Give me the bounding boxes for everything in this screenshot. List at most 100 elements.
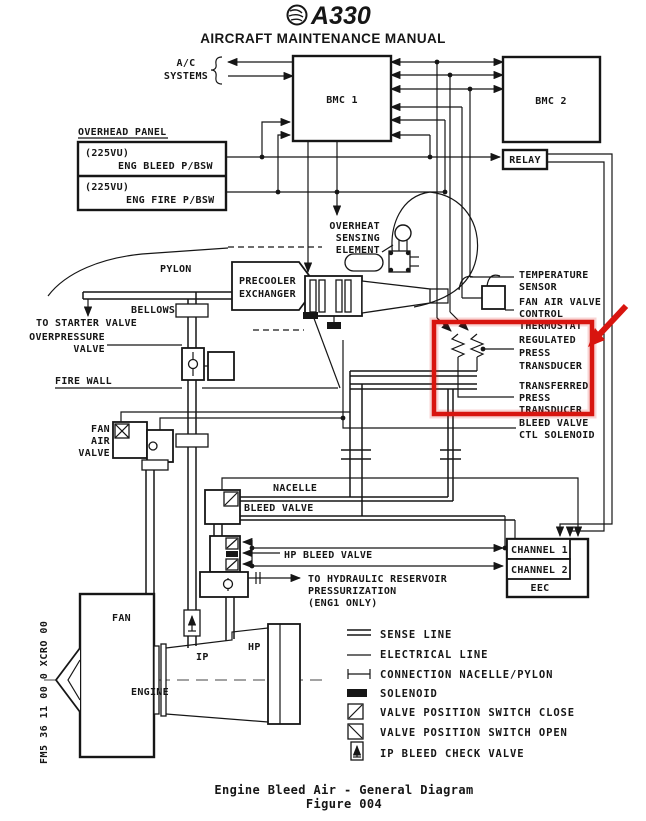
regulated-press-label-3: TRANSDUCER (519, 361, 583, 372)
hydraulic-label-2: PRESSURIZATION (308, 586, 397, 597)
overheat-label-2: SENSING (336, 233, 380, 244)
hydraulic-label-1: TO HYDRAULIC RESERVOIR (308, 574, 448, 585)
document-code: FM5 36 11 00 0 XCRO 00 (39, 621, 50, 764)
bleed-pbsw-ref: (225VU) (85, 148, 129, 159)
eec: CHANNEL 1 CHANNEL 2 EEC (505, 537, 590, 599)
ip-bleed-check-valve-icon (350, 741, 364, 761)
bellows-symbol (175, 433, 209, 448)
bleed-valve-label: BLEED VALVE (244, 503, 314, 514)
fan-air-valve-control-thermostat-shape (481, 285, 506, 310)
connection-nacelle-pylon-symbol (341, 449, 461, 460)
brace (210, 56, 223, 85)
caption-title: Engine Bleed Air - General Diagram (214, 783, 473, 797)
engine-shape (44, 592, 322, 759)
overheat-label-1: OVERHEAT (329, 221, 380, 232)
transferred-press-label-3: TRANSDUCER (519, 405, 583, 416)
overhead-panel-title: OVERHEAD PANEL (78, 127, 167, 138)
legend-label: ELECTRICAL LINE (380, 649, 488, 661)
overpressure-valve-shape (181, 347, 235, 381)
transferred-press-transducer-symbol (469, 333, 485, 358)
components (44, 224, 506, 759)
fan-air-valve-control-label-3: THERMOSTAT (519, 321, 582, 332)
legend: SENSE LINE ELECTRICAL LINE CONNECTION NA… (347, 629, 575, 761)
fan-air-valve-control-label-2: CONTROL (519, 309, 563, 320)
bleed-valve-ctl-label-1: BLEED VALVE (519, 418, 589, 429)
hydraulic-label-3: (ENG1 ONLY) (308, 598, 378, 609)
connection-nacelle-pylon-icon (347, 669, 371, 679)
eec-label: EEC (531, 583, 550, 594)
legend-label: CONNECTION NACELLE/PYLON (380, 669, 553, 681)
bmc1-label: BMC 1 (326, 95, 358, 106)
highlight-annotation (429, 303, 629, 419)
transferred-press-label-1: TRANSFERRED (519, 381, 589, 392)
fan-air-valve-label-1: FAN (91, 424, 110, 435)
aircraft-type-logo: A330 (310, 2, 371, 30)
to-starter-valve-label: TO STARTER VALVE (36, 318, 137, 329)
manual-title: AIRCRAFT MAINTENANCE MANUAL (200, 31, 446, 46)
junction-dots (249, 59, 518, 569)
ac-systems-label-1: A/C (177, 58, 196, 69)
regulated-press-transducer-symbol (450, 333, 466, 358)
regulated-press-label-2: PRESS (519, 348, 551, 359)
ip-bleed-check-valve-shape (183, 609, 201, 637)
fan-air-valve-shape (112, 421, 174, 471)
highlight-box (431, 319, 595, 417)
overheat-label-3: ELEMENT (336, 245, 380, 256)
precooler-label-2: EXCHANGER (239, 289, 297, 300)
ac-systems-label-2: SYSTEMS (164, 71, 208, 82)
overhead-panel: OVERHEAD PANEL (225VU) ENG BLEED P/BSW (… (76, 127, 228, 212)
legend-label: IP BLEED CHECK VALVE (380, 748, 524, 760)
hp-bleed-valve-shape (209, 535, 241, 573)
temperature-sensor-shape (344, 250, 419, 273)
legend-label: SENSE LINE (380, 629, 452, 641)
fan-label: FAN (112, 613, 131, 624)
bmc1-box (291, 54, 393, 143)
ip-label: IP (196, 652, 209, 663)
solenoid-icon (347, 689, 367, 697)
hp-label: HP (248, 642, 261, 653)
nacelle-label: NACELLE (273, 483, 317, 494)
channel1-label: CHANNEL 1 (511, 545, 568, 556)
bleed-valve-shape (204, 489, 241, 525)
highlight-arrow-head (588, 328, 605, 347)
relay-box (501, 148, 549, 171)
airbus-logo-icon (286, 4, 308, 26)
solenoid-symbol (327, 322, 341, 329)
bmc2-box (501, 55, 602, 144)
pylon-label: PYLON (160, 264, 192, 275)
bellows-label: BELLOWS (131, 305, 175, 316)
temperature-sensor-label-2: SENSOR (519, 282, 558, 293)
sense-line-icon (347, 629, 371, 636)
fire-pbsw-ref: (225VU) (85, 182, 129, 193)
channel2-box (506, 558, 571, 580)
regulated-press-label-1: REGULATED (519, 335, 576, 346)
highlight-arrow-shaft (595, 303, 629, 339)
fire-wall-label: FIRE WALL (55, 376, 112, 387)
bellows-symbol (175, 303, 209, 318)
overpressure-label-1: OVERPRESSURE (29, 332, 105, 343)
legend-label: VALVE POSITION SWITCH OPEN (380, 727, 568, 739)
legend-label: SOLENOID (380, 688, 438, 700)
overpressure-label-2: VALVE (73, 344, 105, 355)
bleed-valve-ctl-label-2: CTL SOLENOID (519, 430, 595, 441)
fan-air-valve-label-3: VALVE (78, 448, 110, 459)
valve-position-switch-open-icon (347, 723, 364, 740)
solenoid-symbol (303, 312, 318, 319)
relay-label: RELAY (509, 155, 541, 166)
channel2-label: CHANNEL 2 (511, 565, 568, 576)
wiring (107, 57, 613, 571)
fan-air-valve-control-label-1: FAN AIR VALVE (519, 297, 601, 308)
bleed-pbsw-label: ENG BLEED P/BSW (118, 161, 213, 172)
legend-label: VALVE POSITION SWITCH CLOSE (380, 707, 575, 719)
fire-pbsw-label: ENG FIRE P/BSW (126, 195, 215, 206)
caption-figure: Figure 004 (306, 797, 382, 811)
valve-position-switch-close-icon (347, 703, 364, 720)
hydraulic-tap-shape (199, 571, 302, 598)
pylon-curve (47, 247, 229, 297)
fan-air-valve-label-2: AIR (91, 436, 111, 447)
bmc2-label: BMC 2 (535, 96, 567, 107)
hp-bleed-valve-label: HP BLEED VALVE (284, 550, 373, 561)
nacelle-curve (391, 191, 479, 308)
